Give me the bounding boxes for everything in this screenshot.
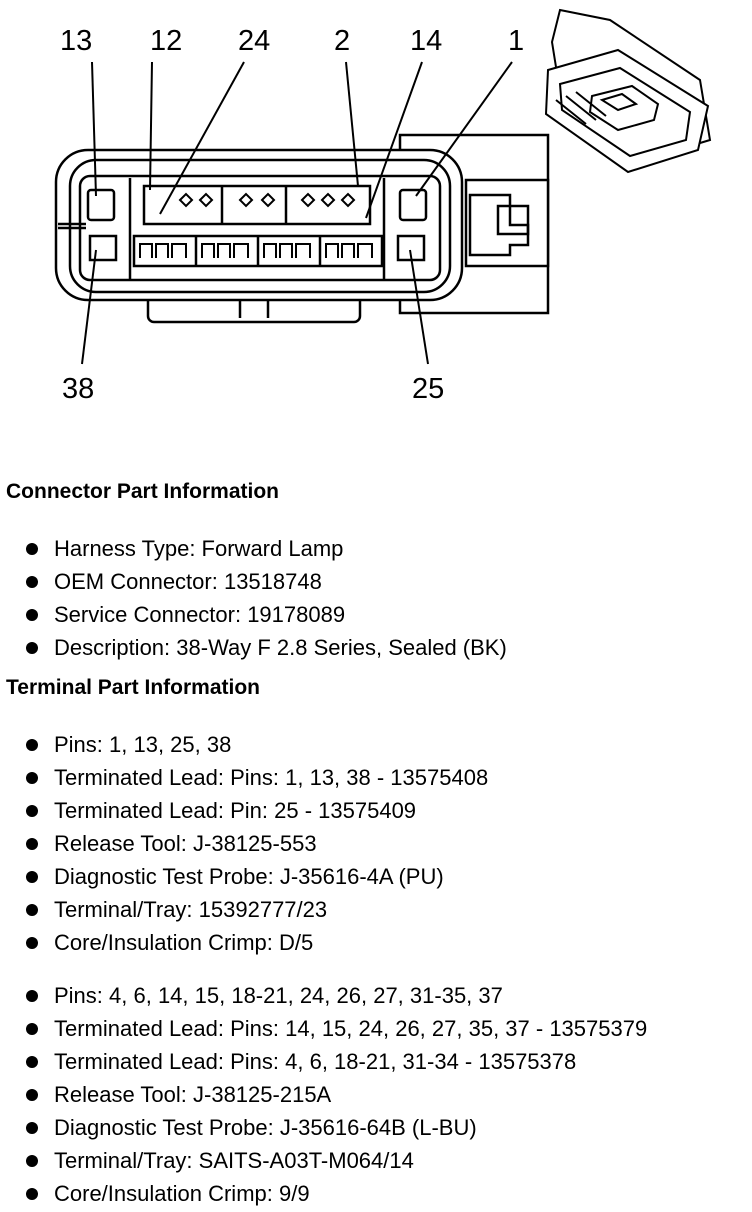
connector-iso-view [544,8,712,174]
bullet-icon [26,1023,38,1035]
list-item: Terminated Lead: Pins: 14, 15, 24, 26, 2… [22,1012,647,1045]
terminal-info-heading: Terminal Part Information [6,676,260,699]
bullet-icon [26,805,38,817]
list-item: Terminal/Tray: 15392777/23 [22,893,488,926]
pin-label-13: 13 [60,25,92,57]
bullet-icon [26,838,38,850]
terminal-info-list-2: Pins: 4, 6, 14, 15, 18-21, 24, 26, 27, 3… [22,979,647,1210]
list-item: Pins: 1, 13, 25, 38 [22,728,488,761]
bullet-icon [26,772,38,784]
bullet-icon [26,1089,38,1101]
bullet-icon [26,739,38,751]
pin-label-2: 2 [334,25,350,57]
list-item: Harness Type: Forward Lamp [22,532,507,565]
list-item: Release Tool: J-38125-215A [22,1078,647,1111]
bullet-icon [26,937,38,949]
list-item: Service Connector: 19178089 [22,598,507,631]
list-item: Terminated Lead: Pins: 1, 13, 38 - 13575… [22,761,488,794]
bullet-icon [26,1056,38,1068]
bullet-icon [26,871,38,883]
bullet-icon [26,609,38,621]
list-item: Diagnostic Test Probe: J-35616-4A (PU) [22,860,488,893]
list-item: Core/Insulation Crimp: D/5 [22,926,488,959]
list-item: OEM Connector: 13518748 [22,565,507,598]
list-item: Terminated Lead: Pins: 4, 6, 18-21, 31-3… [22,1045,647,1078]
cavity-1 [398,188,428,222]
list-item: Terminated Lead: Pin: 25 - 13575409 [22,794,488,827]
pin-label-25: 25 [412,373,444,405]
bullet-icon [26,543,38,555]
list-item: Core/Insulation Crimp: 9/9 [22,1177,647,1210]
pin-label-38: 38 [62,373,94,405]
list-item: Terminal/Tray: SAITS-A03T-M064/14 [22,1144,647,1177]
bullet-icon [26,1188,38,1200]
pin-label-24: 24 [238,25,270,57]
list-item: Diagnostic Test Probe: J-35616-64B (L-BU… [22,1111,647,1144]
connector-info-list: Harness Type: Forward Lamp OEM Connector… [22,532,507,664]
bullet-icon [26,904,38,916]
connector-info-heading: Connector Part Information [6,480,280,503]
pin-label-14: 14 [410,25,442,57]
pin-label-12: 12 [150,25,182,57]
list-item: Pins: 4, 6, 14, 15, 18-21, 24, 26, 27, 3… [22,979,647,1012]
pin-label-1: 1 [508,25,524,57]
list-item: Description: 38-Way F 2.8 Series, Sealed… [22,631,507,664]
list-item: Release Tool: J-38125-553 [22,827,488,860]
cavity-13 [86,188,116,222]
cavity-38 [88,234,118,262]
bullet-icon [26,990,38,1002]
bullet-icon [26,642,38,654]
bullet-icon [26,1122,38,1134]
bullet-icon [26,576,38,588]
terminal-info-list-1: Pins: 1, 13, 25, 38 Terminated Lead: Pin… [22,728,488,959]
bullet-icon [26,1155,38,1167]
connector-face-diagram: 13 12 24 2 14 1 38 25 [54,8,712,405]
